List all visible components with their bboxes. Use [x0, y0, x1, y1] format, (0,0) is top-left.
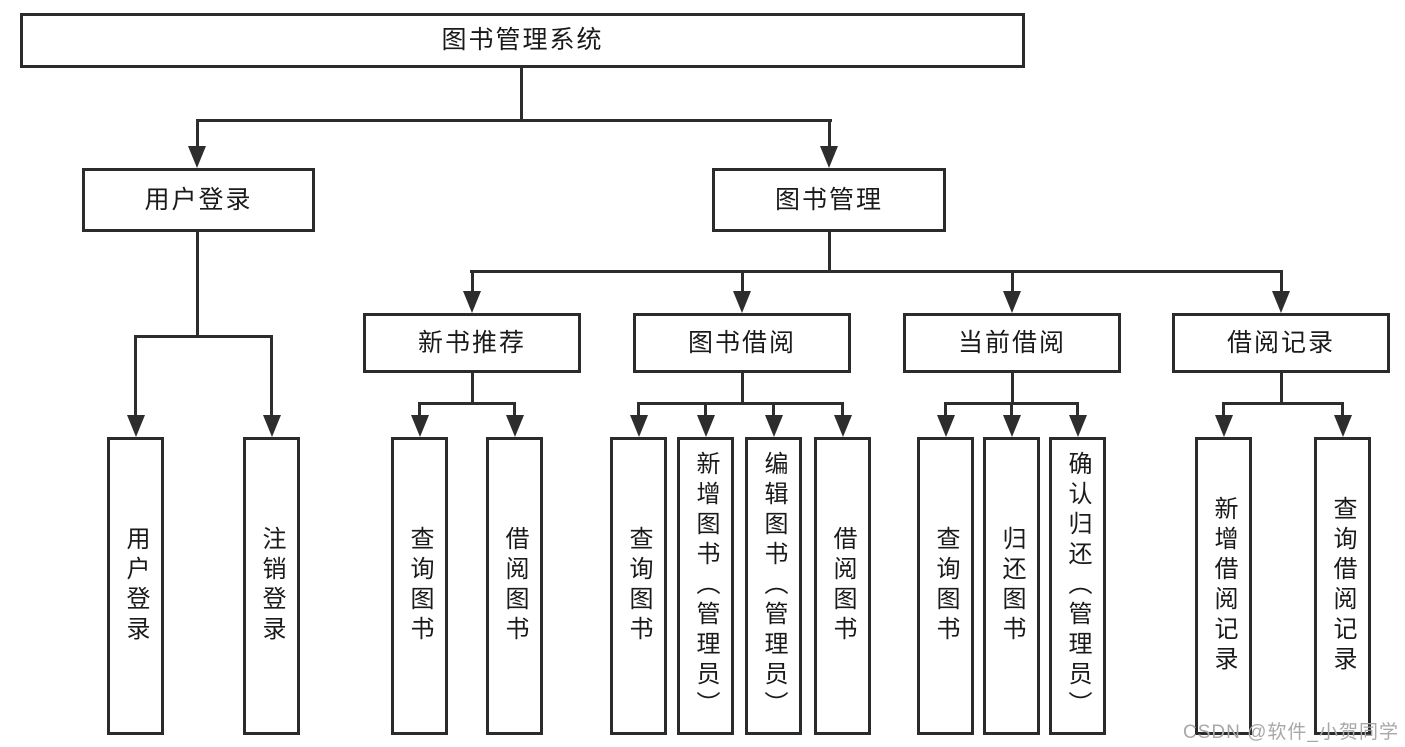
- arrowhead-down-icon: [764, 415, 783, 437]
- leaf-user-login: 用户登录: [107, 437, 164, 735]
- connector-line-vertical: [1010, 270, 1014, 294]
- node-book-management: 图书管理: [712, 168, 946, 232]
- leaf-bb-query-books: 查询图书: [610, 437, 667, 735]
- connector-line-vertical: [1076, 402, 1079, 418]
- connector-line-vertical: [195, 119, 199, 149]
- connector-line-vertical: [1222, 402, 1225, 418]
- arrowhead-down-icon: [733, 291, 751, 313]
- connector-line-vertical: [841, 402, 844, 418]
- arrowhead-down-icon: [1068, 415, 1087, 437]
- connector-line-horizontal: [196, 119, 832, 122]
- arrowhead-down-icon: [1214, 415, 1233, 437]
- leaf-cb-query-books: 查询图书: [917, 437, 974, 735]
- connector-line-vertical: [270, 335, 273, 418]
- connector-line-vertical: [513, 402, 516, 418]
- arrowhead-down-icon: [1333, 415, 1352, 437]
- connector-line-vertical: [134, 335, 137, 418]
- connector-line-vertical: [1279, 270, 1283, 294]
- connector-line-horizontal: [418, 402, 516, 405]
- arrowhead-down-icon: [1003, 291, 1021, 313]
- connector-line-vertical: [195, 232, 199, 338]
- leaf-br-query-record: 查询借阅记录: [1314, 437, 1371, 735]
- connector-line-vertical: [827, 232, 831, 273]
- node-new-book-recommend: 新书推荐: [363, 313, 581, 373]
- connector-line-horizontal: [637, 402, 844, 405]
- connector-line-vertical: [637, 402, 640, 418]
- node-current-borrow: 当前借阅: [903, 313, 1121, 373]
- arrowhead-down-icon: [262, 415, 281, 437]
- leaf-nb-query-books: 查询图书: [391, 437, 448, 735]
- arrowhead-down-icon: [820, 146, 838, 168]
- connector-line-vertical: [704, 402, 707, 418]
- connector-line-vertical: [1010, 373, 1014, 405]
- connector-line-vertical: [1279, 373, 1283, 405]
- arrowhead-down-icon: [1272, 291, 1290, 313]
- connector-line-vertical: [470, 373, 474, 405]
- arrowhead-down-icon: [126, 415, 145, 437]
- leaf-bb-borrow-books: 借阅图书: [814, 437, 871, 735]
- leaf-nb-borrow-books: 借阅图书: [486, 437, 543, 735]
- leaf-cb-return-books: 归还图书: [983, 437, 1040, 735]
- leaf-cb-confirm-return-admin: 确认归还（管理员）: [1049, 437, 1106, 735]
- node-user-login: 用户登录: [82, 168, 315, 232]
- arrowhead-down-icon: [410, 415, 429, 437]
- connector-line-vertical: [470, 270, 474, 294]
- arrowhead-down-icon: [696, 415, 715, 437]
- connector-line-vertical: [772, 402, 775, 418]
- leaf-br-add-record: 新增借阅记录: [1195, 437, 1252, 735]
- leaf-logout: 注销登录: [243, 437, 300, 735]
- connector-line-vertical: [418, 402, 421, 418]
- arrowhead-down-icon: [188, 146, 206, 168]
- node-book-borrow: 图书借阅: [633, 313, 851, 373]
- connector-line-vertical: [519, 68, 523, 121]
- connector-line-vertical: [944, 402, 947, 418]
- arrowhead-down-icon: [463, 291, 481, 313]
- leaf-bb-add-books-admin: 新增图书（管理员）: [677, 437, 734, 735]
- arrowhead-down-icon: [833, 415, 852, 437]
- connector-line-vertical: [1341, 402, 1344, 418]
- connector-line-vertical: [1010, 402, 1013, 418]
- arrowhead-down-icon: [1002, 415, 1021, 437]
- connector-line-horizontal: [1222, 402, 1344, 405]
- connector-line-vertical: [740, 270, 744, 294]
- connector-line-horizontal: [470, 270, 1283, 273]
- connector-line-vertical: [827, 119, 831, 149]
- arrowhead-down-icon: [505, 415, 524, 437]
- arrowhead-down-icon: [629, 415, 648, 437]
- arrowhead-down-icon: [936, 415, 955, 437]
- connector-line-horizontal: [944, 402, 1079, 405]
- leaf-bb-edit-books-admin: 编辑图书（管理员）: [745, 437, 802, 735]
- connector-line-vertical: [740, 373, 744, 405]
- node-root: 图书管理系统: [20, 13, 1025, 68]
- connector-line-horizontal: [134, 335, 273, 338]
- node-borrow-records: 借阅记录: [1172, 313, 1390, 373]
- csdn-watermark: CSDN @软件_小贺同学: [1183, 722, 1399, 743]
